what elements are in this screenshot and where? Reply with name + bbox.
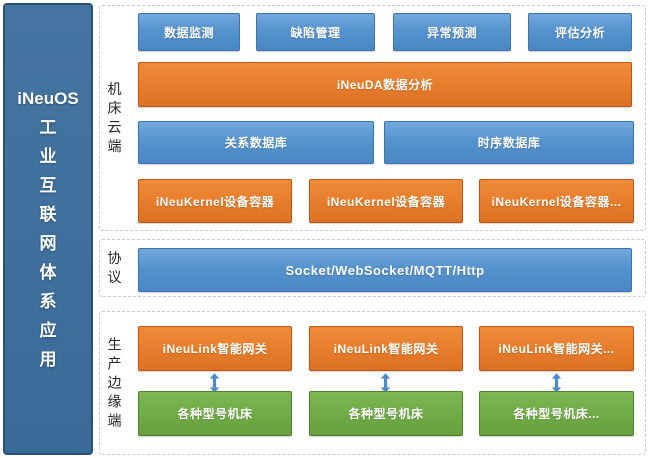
sidebar-title-line: 用 <box>39 350 57 369</box>
node-ineuda-analysis: iNeuDA数据分析 <box>138 62 632 107</box>
section-edge-label: 生产边缘端 <box>107 336 122 429</box>
section-protocol-label: 协议 <box>107 250 122 285</box>
node-machine-tools: 各种型号机床 <box>309 391 463 436</box>
node-ineulink-gateway: iNeuLink智能网关... <box>479 326 634 371</box>
sidebar-title-line: 工 <box>39 118 57 137</box>
node-app-evaluate: 评估分析 <box>528 13 632 51</box>
sidebar-title-line: 互 <box>39 176 57 195</box>
section-cloud-label: 机床云端 <box>107 81 122 154</box>
node-app-anomaly-predict: 异常预测 <box>393 13 511 51</box>
section-edge: 生产边缘端 iNeuLink智能网关 iNeuLink智能网关 iNeuLink… <box>99 311 646 455</box>
node-protocol-bus: Socket/WebSocket/MQTT/Http <box>138 248 632 292</box>
sidebar-title-line: 应 <box>39 321 57 340</box>
node-ineulink-gateway: iNeuLink智能网关 <box>138 326 292 371</box>
node-timeseries-db: 时序数据库 <box>384 121 634 164</box>
node-machine-tools: 各种型号机床... <box>479 391 634 436</box>
node-ineulink-gateway: iNeuLink智能网关 <box>309 326 463 371</box>
sidebar-title-line: iNeuOS <box>17 89 79 108</box>
sidebar-title-line: 体 <box>39 263 57 282</box>
sidebar-title-line: 联 <box>39 205 57 224</box>
sidebar-title-bar: iNeuOS 工 业 互 联 网 体 系 应 用 <box>3 3 93 455</box>
node-app-data-monitor: 数据监测 <box>138 13 240 51</box>
node-ineukernel-container: iNeuKernel设备容器 <box>138 179 292 223</box>
section-protocol: 协议 Socket/WebSocket/MQTT/Http <box>99 239 646 297</box>
node-ineukernel-container: iNeuKernel设备容器... <box>479 179 634 223</box>
node-app-defect-manage: 缺陷管理 <box>256 13 375 51</box>
sidebar-title-line: 业 <box>39 147 57 166</box>
node-machine-tools: 各种型号机床 <box>138 391 292 436</box>
node-relational-db: 关系数据库 <box>138 121 374 164</box>
node-ineukernel-container: iNeuKernel设备容器 <box>309 179 463 223</box>
section-cloud: 机床云端 数据监测 缺陷管理 异常预测 评估分析 iNeuDA数据分析 关系数据… <box>99 5 646 231</box>
sidebar-title-line: 系 <box>39 292 57 311</box>
sidebar-title-line: 网 <box>39 234 57 253</box>
